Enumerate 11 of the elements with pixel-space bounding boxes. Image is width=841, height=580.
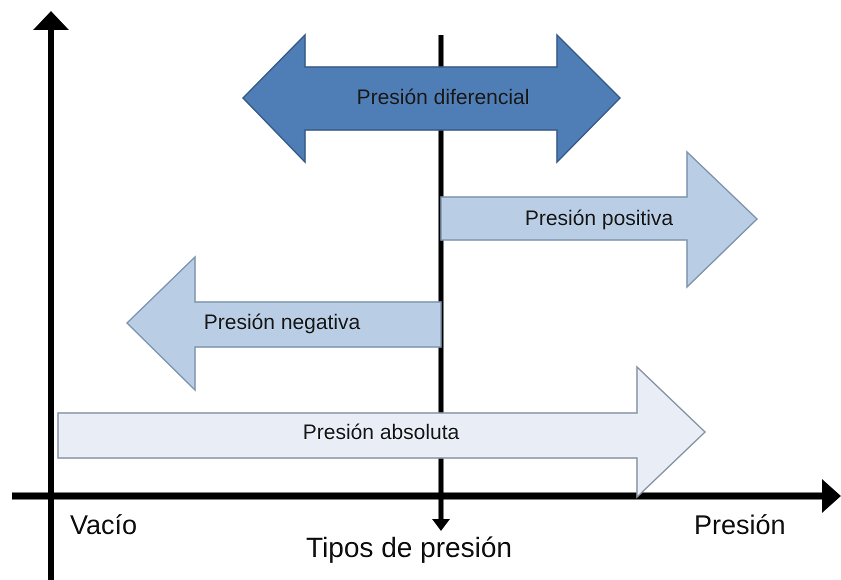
arrow-label: Presión absoluta bbox=[302, 421, 460, 445]
axis-title: Tipos de presión bbox=[306, 532, 512, 564]
pressure-range-shape bbox=[58, 367, 705, 497]
arrow-label: Presión diferencial bbox=[356, 86, 530, 110]
axis-label: Presión bbox=[694, 510, 786, 541]
arrow-label: Presión negativa bbox=[204, 311, 360, 335]
pressure-range-shape bbox=[243, 35, 620, 162]
arrow-label: Presión positiva bbox=[524, 207, 674, 231]
pressure-range-shape bbox=[441, 152, 757, 287]
axis-label: Vacío bbox=[70, 510, 138, 541]
pressure-range-shape bbox=[127, 257, 441, 390]
